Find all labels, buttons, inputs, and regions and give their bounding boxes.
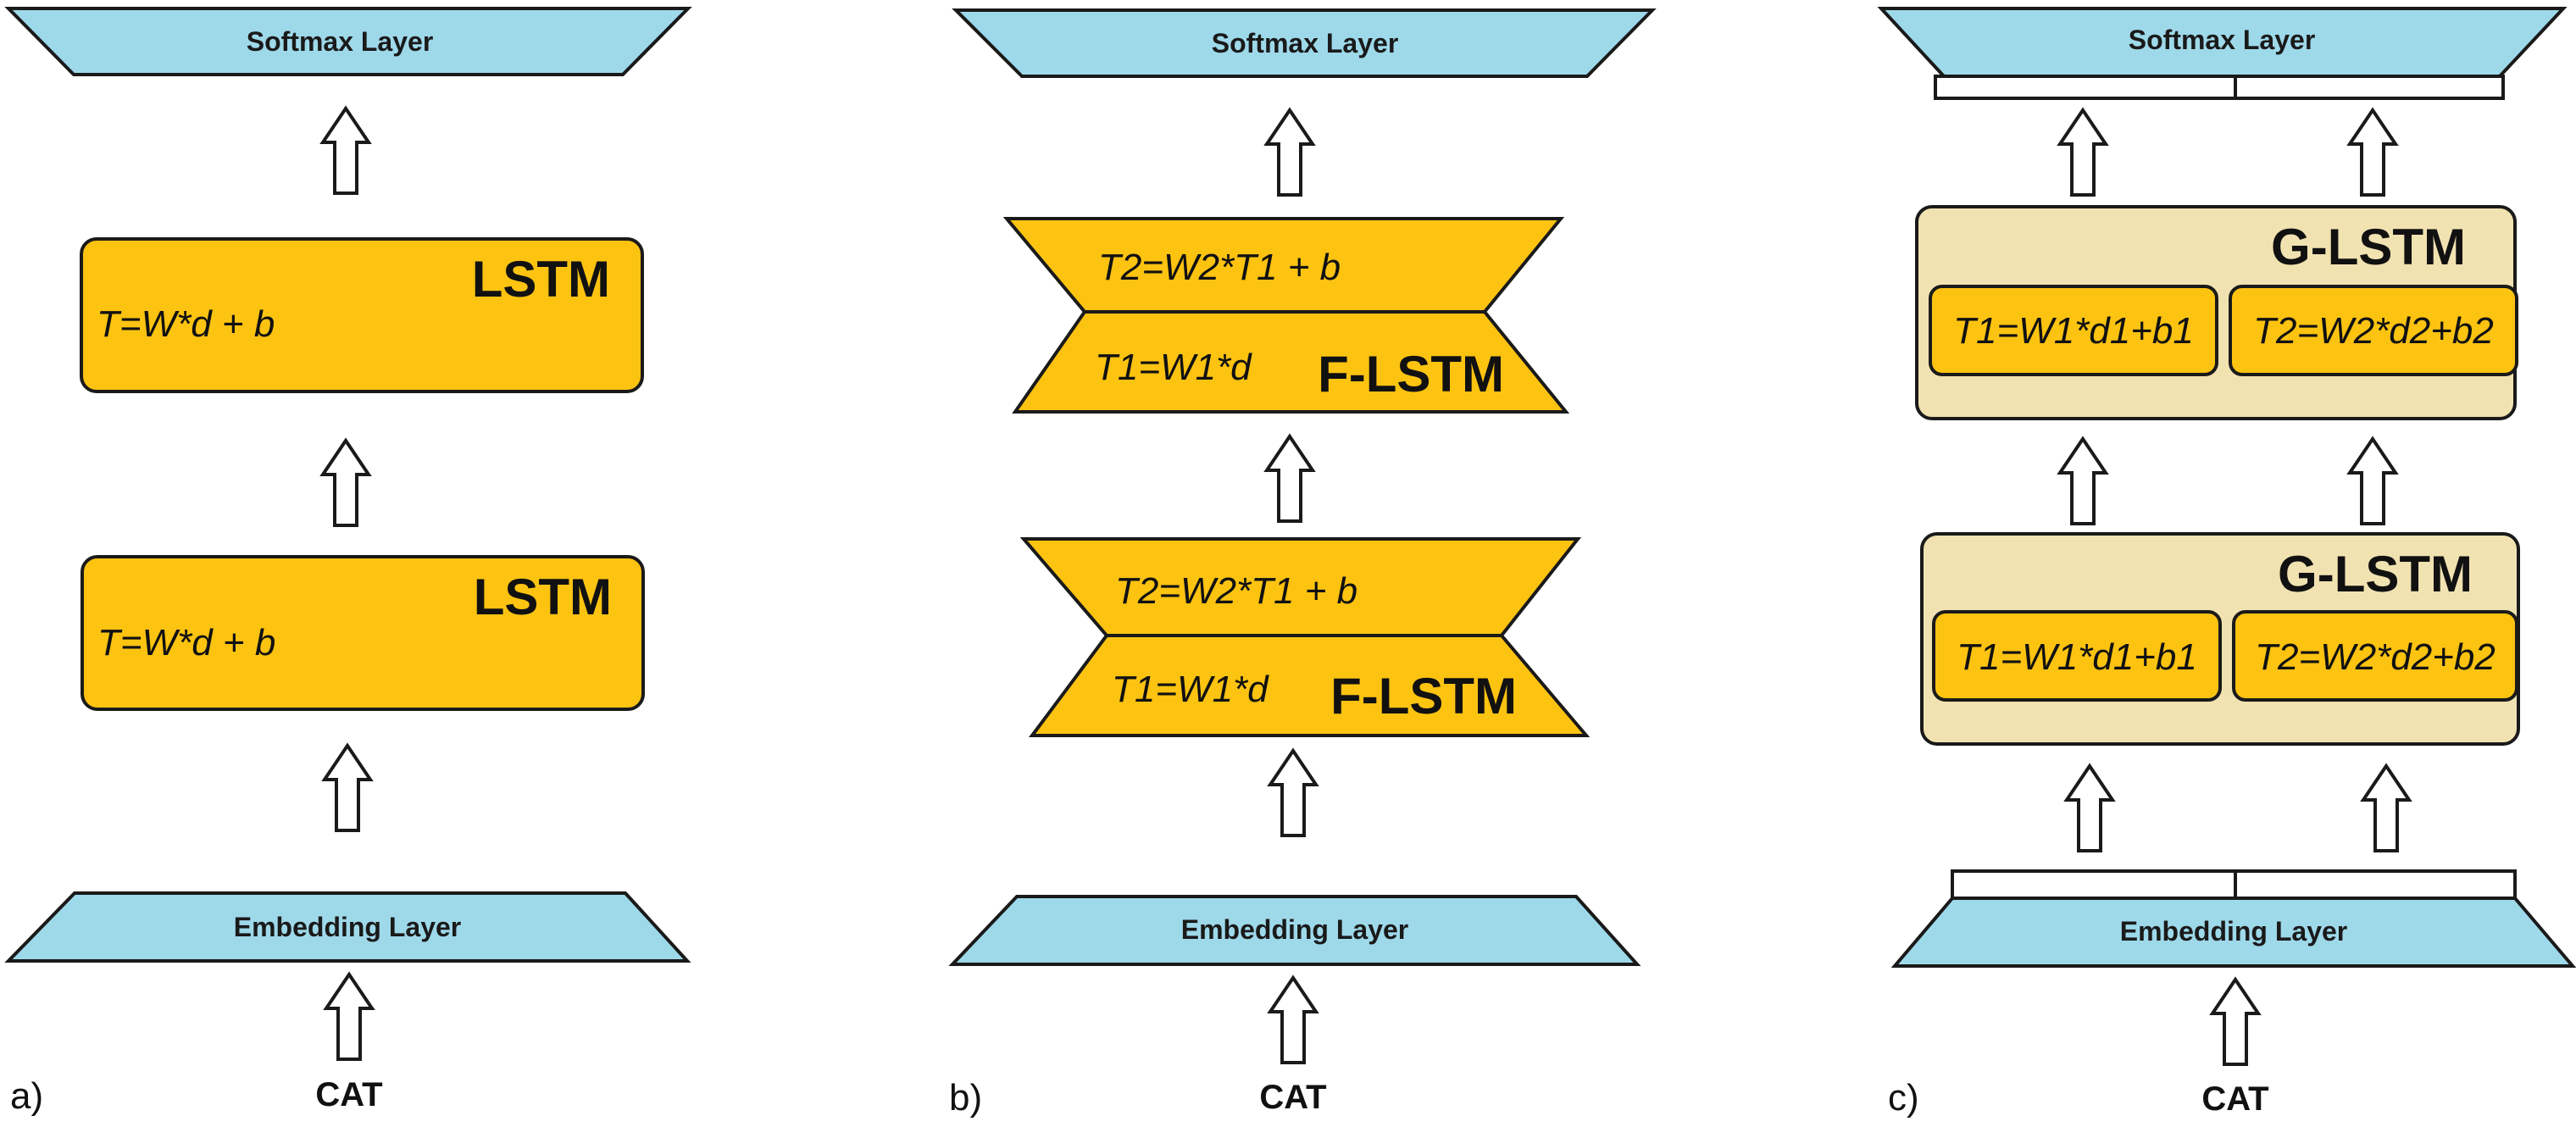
arrow-icon (2348, 108, 2397, 197)
embedding-label-b: Embedding Layer (1181, 914, 1409, 945)
arrow-icon (1265, 108, 1314, 197)
panel-b: Softmax Layer T2=W2*T1 + b T1=W1*d F-LST… (948, 8, 1657, 1119)
lstm-title-bottom-a: LSTM (474, 569, 612, 625)
glstm-title-top-c: G-LSTM (2271, 219, 2466, 275)
arrow-icon (323, 744, 372, 832)
panel-label-a: a) (10, 1075, 43, 1117)
glstm-group2-formula-top-c: T2=W2*d2+b2 (2253, 310, 2494, 352)
arrow-icon (321, 107, 370, 195)
lstm-block-top-a (80, 237, 644, 393)
panel-c: Softmax Layer G-LSTM T1=W1*d1+b1 T2=W2*d… (1877, 7, 2576, 1119)
arrow-icon (321, 439, 370, 527)
embedding-layer-c (1890, 897, 2576, 968)
flstm-formula-lower-top-b: T1=W1*d (1095, 347, 1252, 388)
arrow-icon (1269, 749, 1318, 837)
glstm-title-bottom-c: G-LSTM (2278, 546, 2473, 602)
softmax-label-a: Softmax Layer (247, 26, 434, 57)
lstm-formula-bottom-a: T=W*d + b (97, 622, 275, 663)
embedding-layer-a (4, 891, 691, 963)
softmax-label-c: Softmax Layer (2129, 25, 2316, 55)
flstm-formula-lower-bottom-b: T1=W1*d (1112, 669, 1269, 710)
embedding-label-c: Embedding Layer (2120, 916, 2348, 947)
arrow-icon (2348, 437, 2397, 525)
softmax-layer-b (952, 8, 1657, 78)
flstm-title-top-b: F-LSTM (1318, 346, 1504, 402)
glstm-group2-top-c (2229, 285, 2518, 376)
arrow-icon (1269, 976, 1318, 1064)
input-label-c: CAT (2201, 1080, 2268, 1118)
panel-label-b: b) (949, 1077, 982, 1119)
arrow-icon (1265, 435, 1314, 523)
flstm-title-bottom-b: F-LSTM (1330, 668, 1517, 724)
arrow-icon (2065, 764, 2114, 852)
input-label-a: CAT (315, 1076, 382, 1113)
softmax-layer-a (4, 7, 692, 76)
panel-a: Softmax Layer LSTM T=W*d + b LSTM T=W*d … (4, 7, 692, 1117)
embedding-label-a: Embedding Layer (234, 912, 462, 942)
glstm-group1-formula-bottom-c: T1=W1*d1+b1 (1957, 636, 2197, 678)
arrow-icon (2058, 108, 2107, 197)
input-label-b: CAT (1259, 1079, 1326, 1116)
arrow-icon (325, 973, 374, 1061)
arrow-icon (2362, 764, 2411, 852)
arrow-icon (2211, 978, 2260, 1066)
glstm-group1-formula-top-c: T1=W1*d1+b1 (1953, 310, 2194, 352)
lstm-formula-top-a: T=W*d + b (97, 303, 275, 345)
glstm-group2-bottom-c (2232, 610, 2518, 702)
softmax-label-b: Softmax Layer (1212, 28, 1399, 58)
embedding-layer-b (948, 895, 1641, 966)
lstm-title-top-a: LSTM (472, 251, 610, 308)
glstm-group1-bottom-c (1932, 610, 2222, 702)
panel-label-c: c) (1888, 1077, 1919, 1119)
lstm-block-bottom-a (80, 555, 645, 711)
flstm-formula-upper-top-b: T2=W2*T1 + b (1098, 247, 1341, 288)
flstm-formula-upper-bottom-b: T2=W2*T1 + b (1115, 570, 1357, 612)
softmax-split-bar-c (1934, 75, 2505, 100)
glstm-group2-formula-bottom-c: T2=W2*d2+b2 (2255, 636, 2496, 678)
glstm-group1-top-c (1929, 285, 2218, 376)
arrow-icon (2058, 437, 2107, 525)
